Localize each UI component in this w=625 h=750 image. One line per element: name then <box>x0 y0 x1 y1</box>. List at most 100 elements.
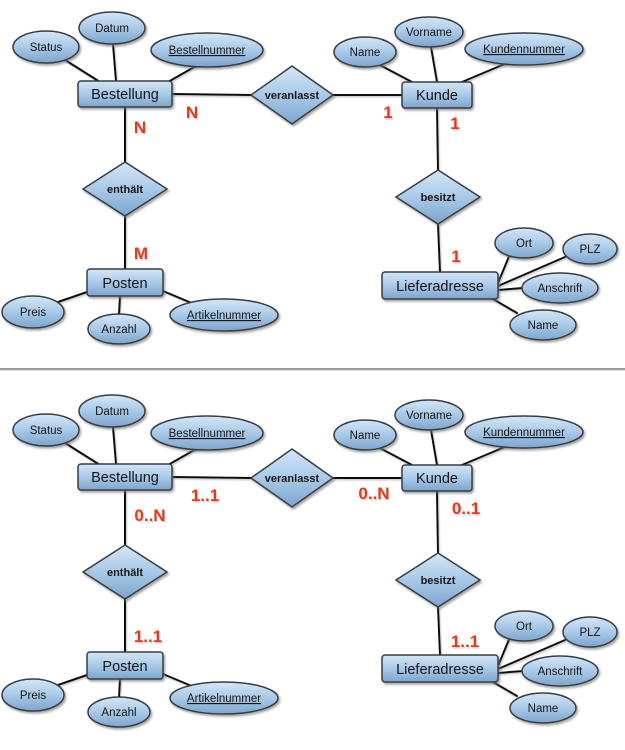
connector-posten-artikelnummer <box>162 290 195 305</box>
attribute-anzahl-label: Anzahl <box>101 707 136 719</box>
attribute-bestellnummer: Bestellnummer <box>150 415 264 451</box>
connector-lieferadresse-anschrift <box>497 670 524 674</box>
entity-lieferadresse-label: Lieferadresse <box>396 662 484 678</box>
entity-bestellung: Bestellung <box>77 80 173 108</box>
connector-besitzt-lieferadresse <box>437 223 441 273</box>
cardinality-bestellung-enthaelt: 0..N <box>134 506 165 525</box>
connector-posten-artikelnummer <box>162 673 195 688</box>
attribute-artikelnummer: Artikelnummer <box>169 681 279 715</box>
connector-lieferadresse-plz <box>497 256 566 287</box>
entity-bestellung-label: Bestellung <box>91 87 159 103</box>
attribute-datum: Datum <box>78 11 146 45</box>
cardinality-besitzt-lieferadresse: 1 <box>451 247 460 266</box>
connector-lieferadresse-ort <box>497 636 511 667</box>
attribute-bestellnummer: Bestellnummer <box>150 32 264 68</box>
entities-bottom: Bestellung Kunde Posten Lieferadresse <box>77 463 499 683</box>
connector-posten-preis <box>54 673 91 687</box>
attribute-plz: PLZ <box>562 233 618 265</box>
connector-datum-bestellung <box>112 43 117 82</box>
attribute-preis-label: Preis <box>20 307 46 319</box>
connector-lieferadresse-name <box>492 298 518 314</box>
attribute-preis: Preis <box>1 295 65 329</box>
attribute-anschrift-label: Anschrift <box>538 666 584 678</box>
connector-lieferadresse-ort <box>497 253 511 284</box>
cardinality-veranlasst-kunde: 0..N <box>358 484 389 503</box>
er-diagram-bottom: Status Datum Bestellnummer Name Vorname … <box>1 394 618 728</box>
connector-lieferadresse-name <box>492 681 518 697</box>
attribute-kundennummer-label: Kundennummer <box>483 427 565 439</box>
relationship-besitzt: besitzt <box>394 552 482 608</box>
attribute-ort: Ort <box>494 227 554 259</box>
connectors-top <box>54 43 566 316</box>
entity-bestellung: Bestellung <box>77 463 173 491</box>
attribute-anschrift-label: Anschrift <box>538 283 584 295</box>
relationship-enthaelt: enthält <box>81 161 169 217</box>
attribute-vorname-label: Vorname <box>406 410 452 422</box>
attribute-kundennummer: Kundennummer <box>464 32 584 66</box>
relationship-veranlasst: veranlasst <box>249 65 335 125</box>
attribute-kundennummer: Kundennummer <box>464 415 584 449</box>
er-diagram-top: Status Datum Bestellnummer Name Vorname … <box>1 11 618 345</box>
relationship-veranlasst-label: veranlasst <box>265 473 320 485</box>
connector-status-bestellung <box>61 440 101 466</box>
attribute-bestellnummer-label: Bestellnummer <box>169 45 246 57</box>
attribute-anzahl: Anzahl <box>87 313 151 345</box>
attribute-ort-label: Ort <box>516 238 533 250</box>
relationship-veranlasst-label: veranlasst <box>265 90 320 102</box>
connector-besitzt-lieferadresse <box>437 606 441 656</box>
connector-posten-anzahl <box>118 295 121 316</box>
cardinality-bestellung-enthaelt: N <box>134 118 146 137</box>
cardinality-enthaelt-posten: 1..1 <box>134 627 162 646</box>
relationship-besitzt-label: besitzt <box>421 192 456 204</box>
connector-kundennummer-kunde <box>461 62 508 83</box>
attribute-kundennummer-label: Kundennummer <box>483 44 565 56</box>
attribute-status: Status <box>12 30 80 64</box>
cardinalities-bottom: 1..1 0..N 0..N 1..1 0..1 1..1 <box>134 484 480 651</box>
section-divider <box>0 368 625 371</box>
attribute-status: Status <box>12 413 80 447</box>
attribute-bestellnummer-label: Bestellnummer <box>169 428 246 440</box>
attribute-ort: Ort <box>494 610 554 642</box>
connector-lieferadresse-plz <box>497 639 566 670</box>
relationship-besitzt-label: besitzt <box>421 575 456 587</box>
attribute-vorname: Vorname <box>394 399 464 431</box>
attribute-anschrift: Anschrift <box>521 655 599 687</box>
connector-posten-anzahl <box>118 678 121 699</box>
attribute-artikelnummer: Artikelnummer <box>169 298 279 332</box>
connector-lieferadresse-anschrift <box>497 287 524 291</box>
cardinality-veranlasst-kunde: 1 <box>383 103 392 122</box>
entity-kunde: Kunde <box>401 464 473 492</box>
cardinality-kunde-besitzt: 1 <box>450 114 459 133</box>
entity-lieferadresse: Lieferadresse <box>381 654 499 683</box>
relationship-besitzt: besitzt <box>394 169 482 225</box>
cardinality-kunde-besitzt: 0..1 <box>452 499 480 518</box>
attribute-anschrift: Anschrift <box>521 272 599 304</box>
connector-vorname-kunde <box>430 429 438 466</box>
attribute-vorname: Vorname <box>394 16 464 48</box>
relationships-bottom: veranlasst enthält besitzt <box>81 448 482 608</box>
attribute-anzahl: Anzahl <box>87 696 151 728</box>
attribute-datum-label: Datum <box>95 406 129 418</box>
attribute-adressname-label: Name <box>528 320 559 332</box>
attribute-name: Name <box>333 419 397 451</box>
connector-bestellnummer-bestellung <box>167 65 197 83</box>
connector-name-kunde <box>377 446 413 466</box>
attribute-status-label: Status <box>30 42 63 54</box>
attribute-preis: Preis <box>1 678 65 712</box>
connector-datum-bestellung <box>112 426 117 465</box>
connector-kundennummer-kunde <box>461 445 508 466</box>
entity-bestellung-label: Bestellung <box>91 470 159 486</box>
entity-posten: Posten <box>86 268 164 297</box>
attribute-anzahl-label: Anzahl <box>101 324 136 336</box>
relationship-enthaelt-label: enthält <box>107 184 143 196</box>
attribute-plz-label: PLZ <box>579 627 600 639</box>
connector-vorname-kunde <box>430 46 438 83</box>
connectors-bottom <box>54 426 566 699</box>
relationship-enthaelt: enthält <box>81 544 169 600</box>
attribute-vorname-label: Vorname <box>406 27 452 39</box>
attribute-ort-label: Ort <box>516 621 533 633</box>
entity-lieferadresse: Lieferadresse <box>381 271 499 300</box>
entity-posten-label: Posten <box>102 659 147 675</box>
attributes-top: Status Datum Bestellnummer Name Vorname … <box>1 11 618 345</box>
